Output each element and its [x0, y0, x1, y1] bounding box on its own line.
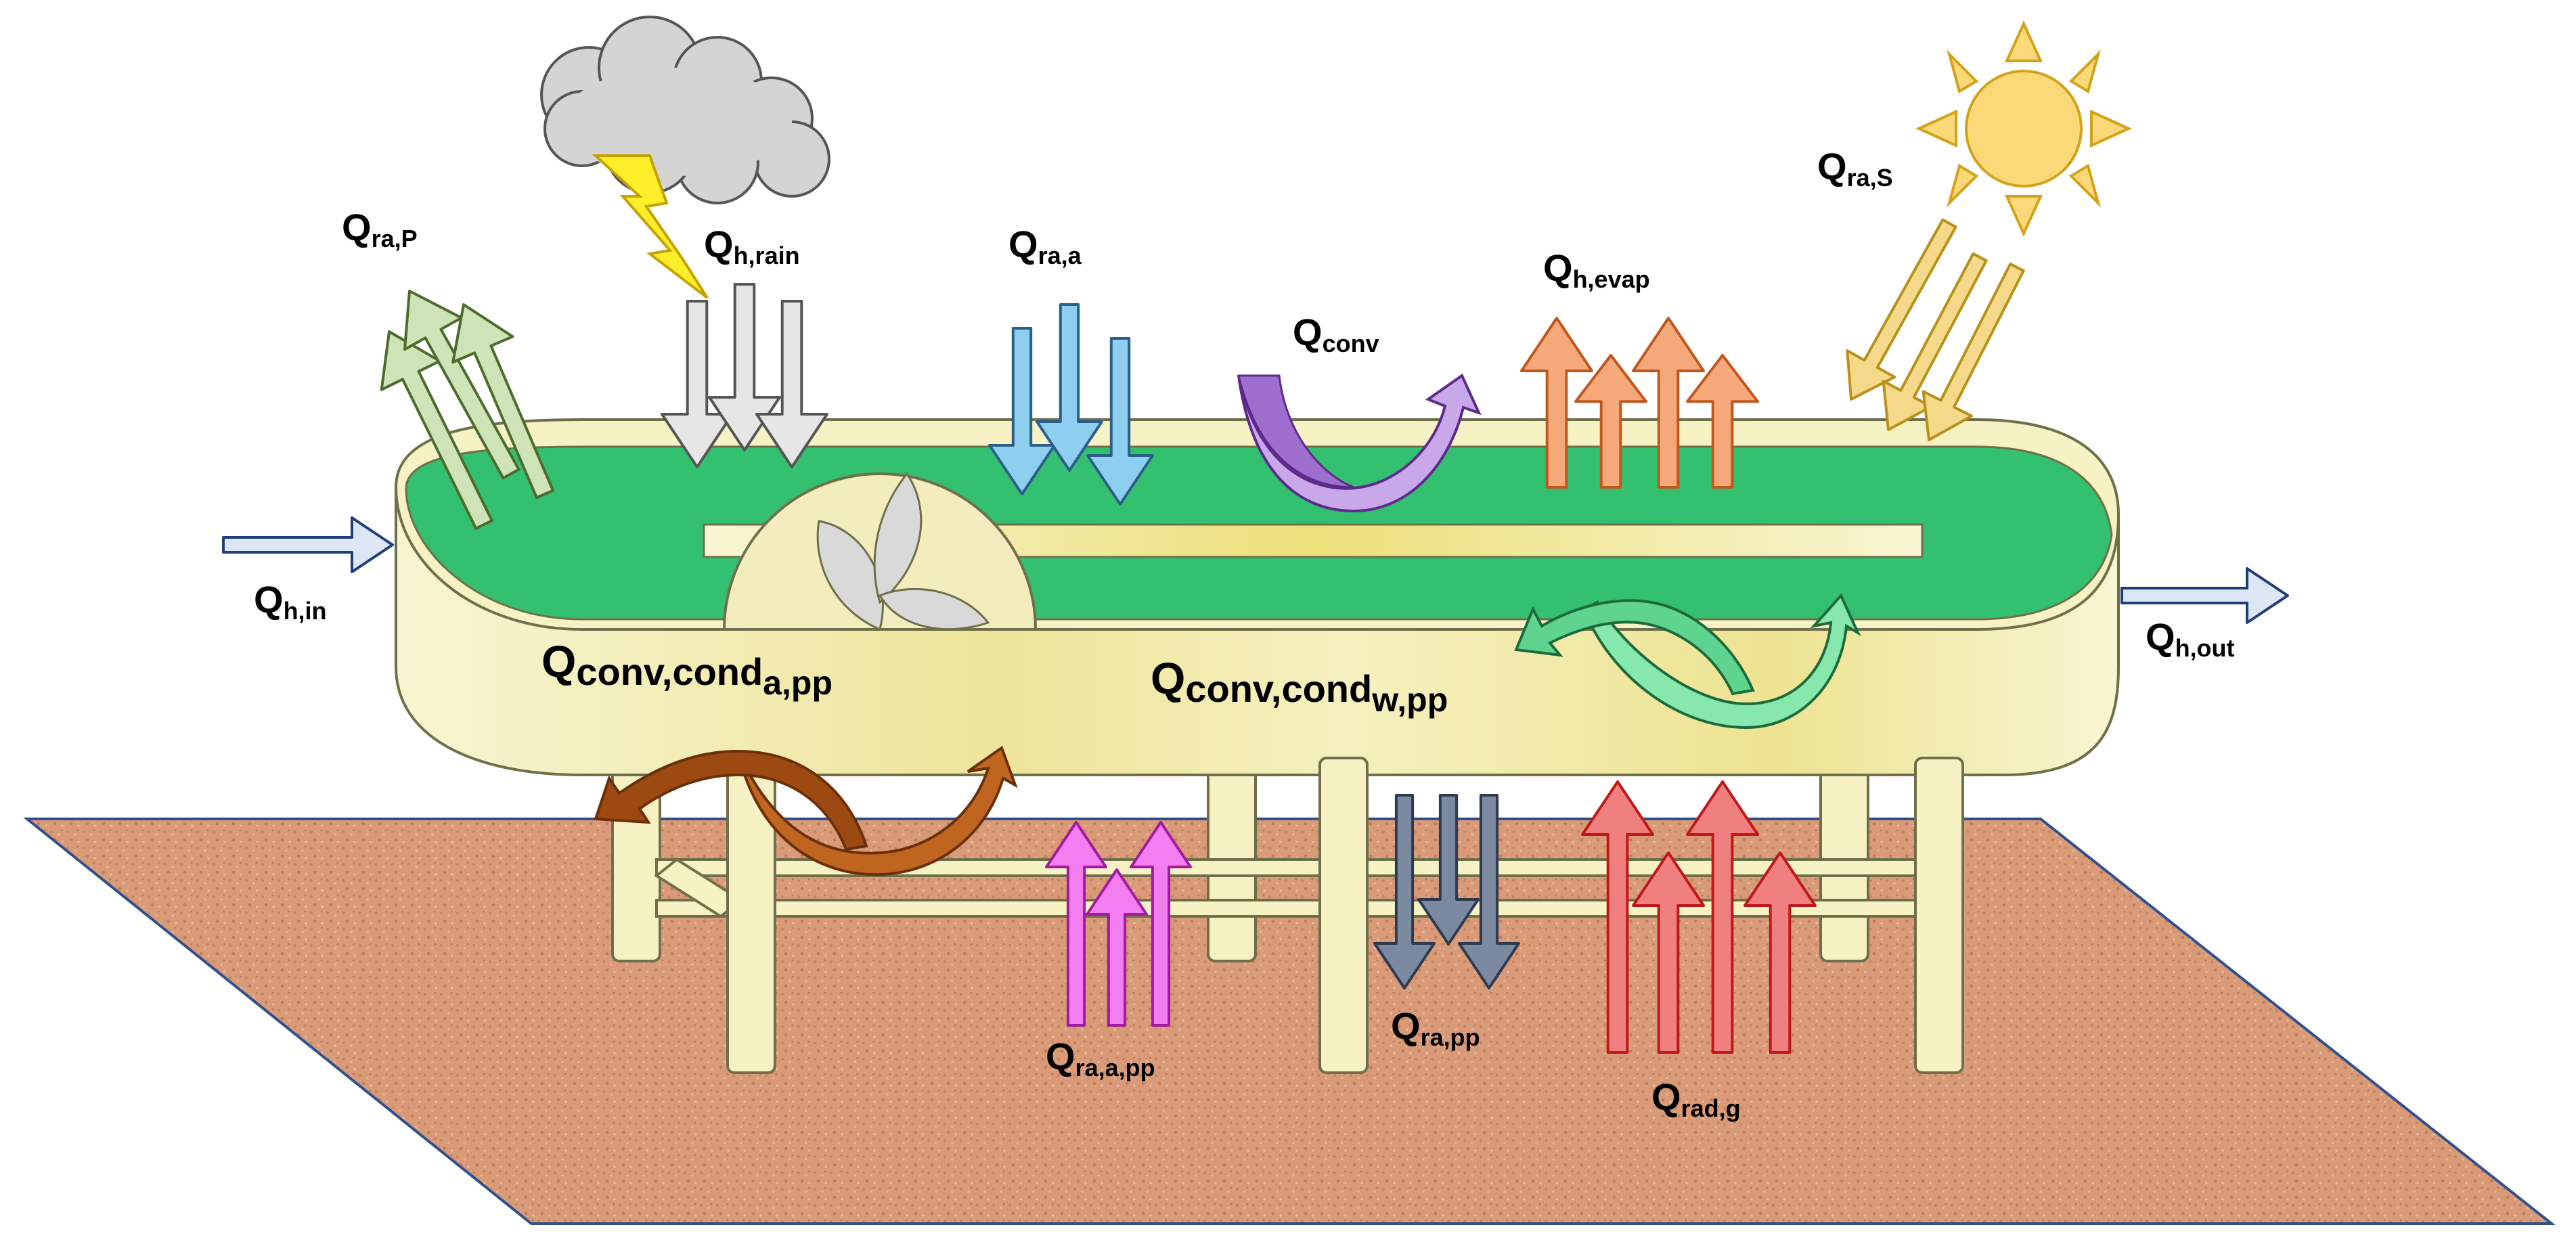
label-q-ra-a: Qra,a: [1008, 223, 1082, 269]
sun-icon: [1915, 20, 2132, 237]
ground-plane: [23, 818, 2556, 1225]
arrow-q-h-evap-2: [1574, 354, 1647, 489]
flow-arrows: [222, 218, 2289, 1054]
arrow-q-rad-g-1: [1581, 780, 1654, 1054]
arrow-q-h-in: [222, 516, 394, 573]
arrow-q-rad-g-4: [1744, 851, 1817, 1054]
label-q-conv-cond-w-pp: Qconv,condw,pp: [1151, 653, 1448, 719]
front-legs: [726, 757, 1964, 1074]
arrow-q-ra-a-1: [988, 327, 1056, 495]
lightning-icon: [592, 154, 709, 299]
arrow-q-ra-s-2: [1882, 252, 1988, 431]
arrow-q-ra-p-2: [403, 290, 520, 480]
convection-air-arrow: [1237, 373, 1482, 513]
arrow-q-ra-p-1: [380, 330, 493, 530]
arrow-q-h-evap-3: [1632, 317, 1705, 489]
label-q-h-evap: Qh,evap: [1543, 246, 1650, 293]
arrow-q-ra-a-2: [1036, 303, 1103, 472]
arrow-q-ra-pp-1: [1373, 794, 1436, 989]
arrow-q-ra-pp-3: [1458, 794, 1520, 989]
arrow-q-ra-pp-2: [1417, 794, 1480, 945]
label-q-ra-p: Qra,P: [342, 206, 418, 252]
label-q-ra-a-pp: Qra,a,pp: [1046, 1035, 1155, 1082]
arrow-q-h-evap-4: [1686, 354, 1759, 489]
arrow-q-h-out: [2120, 567, 2289, 624]
arrow-q-ra-a-pp-1: [1045, 821, 1107, 1027]
cloud-icon: [540, 16, 830, 204]
label-q-conv: Qconv: [1293, 311, 1379, 357]
arrow-q-h-evap-1: [1520, 317, 1593, 489]
arrow-q-rad-g-3: [1686, 780, 1759, 1054]
arrow-q-h-rain-3: [755, 300, 828, 468]
arrow-q-ra-a-pp-3: [1130, 821, 1192, 1027]
arrow-q-ra-a-3: [1086, 337, 1154, 506]
label-q-ra-pp: Qra,pp: [1391, 1004, 1480, 1051]
arrow-q-ra-p-3: [451, 303, 555, 499]
arrow-q-ra-a-pp-2: [1086, 868, 1148, 1027]
label-q-h-in: Qh,in: [254, 578, 327, 625]
label-q-rad-g: Qrad,g: [1651, 1075, 1741, 1122]
arrow-q-h-rain-1: [661, 300, 734, 468]
arrow-q-rad-g-2: [1632, 851, 1705, 1054]
paddlewheel-icon: [722, 472, 1038, 631]
label-q-h-out: Qh,out: [2146, 615, 2235, 662]
label-q-conv-cond-a-pp: Qconv,conda,pp: [541, 636, 832, 702]
label-q-ra-s: Qra,S: [1817, 145, 1893, 192]
convection-pp-arrow: [594, 745, 1018, 876]
arrow-q-ra-s-1: [1846, 218, 1957, 401]
convection-water-arrow: [1514, 593, 1861, 730]
label-q-h-rain: Qh,rain: [704, 223, 800, 269]
arrow-q-ra-s-3: [1922, 263, 2025, 441]
